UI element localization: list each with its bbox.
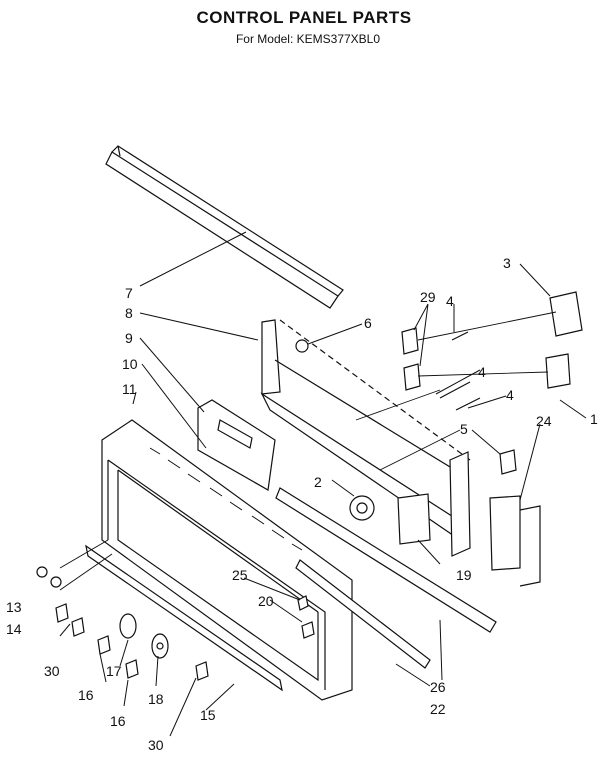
label-22: 22 <box>430 701 446 717</box>
label-16b: 16 <box>110 713 126 729</box>
label-4c: 4 <box>506 387 514 403</box>
label-30a: 30 <box>44 663 60 679</box>
label-15: 15 <box>200 707 216 723</box>
label-20: 20 <box>258 593 274 609</box>
label-9: 9 <box>125 330 133 346</box>
label-30b: 30 <box>148 737 164 753</box>
label-1: 1 <box>590 411 598 427</box>
label-4a: 4 <box>446 293 454 309</box>
label-26: 26 <box>430 679 446 695</box>
label-16a: 16 <box>78 687 94 703</box>
model-subtitle: For Model: KEMS377XBL0 <box>235 32 381 46</box>
label-5: 5 <box>460 421 468 437</box>
label-25: 25 <box>232 567 248 583</box>
label-14: 14 <box>6 621 22 637</box>
label-2: 2 <box>314 474 322 490</box>
label-24: 24 <box>536 413 552 429</box>
label-10: 10 <box>122 356 138 372</box>
label-7: 7 <box>125 285 133 301</box>
label-13: 13 <box>6 599 22 615</box>
page-title: CONTROL PANEL PARTS <box>196 8 412 27</box>
label-29: 29 <box>420 289 436 305</box>
label-19: 19 <box>456 567 472 583</box>
label-3: 3 <box>503 255 511 271</box>
label-17: 17 <box>106 663 122 679</box>
label-8: 8 <box>125 305 133 321</box>
label-6: 6 <box>364 315 372 331</box>
label-4b: 4 <box>478 364 486 380</box>
label-11: 11 <box>122 381 137 397</box>
label-18: 18 <box>148 691 164 707</box>
